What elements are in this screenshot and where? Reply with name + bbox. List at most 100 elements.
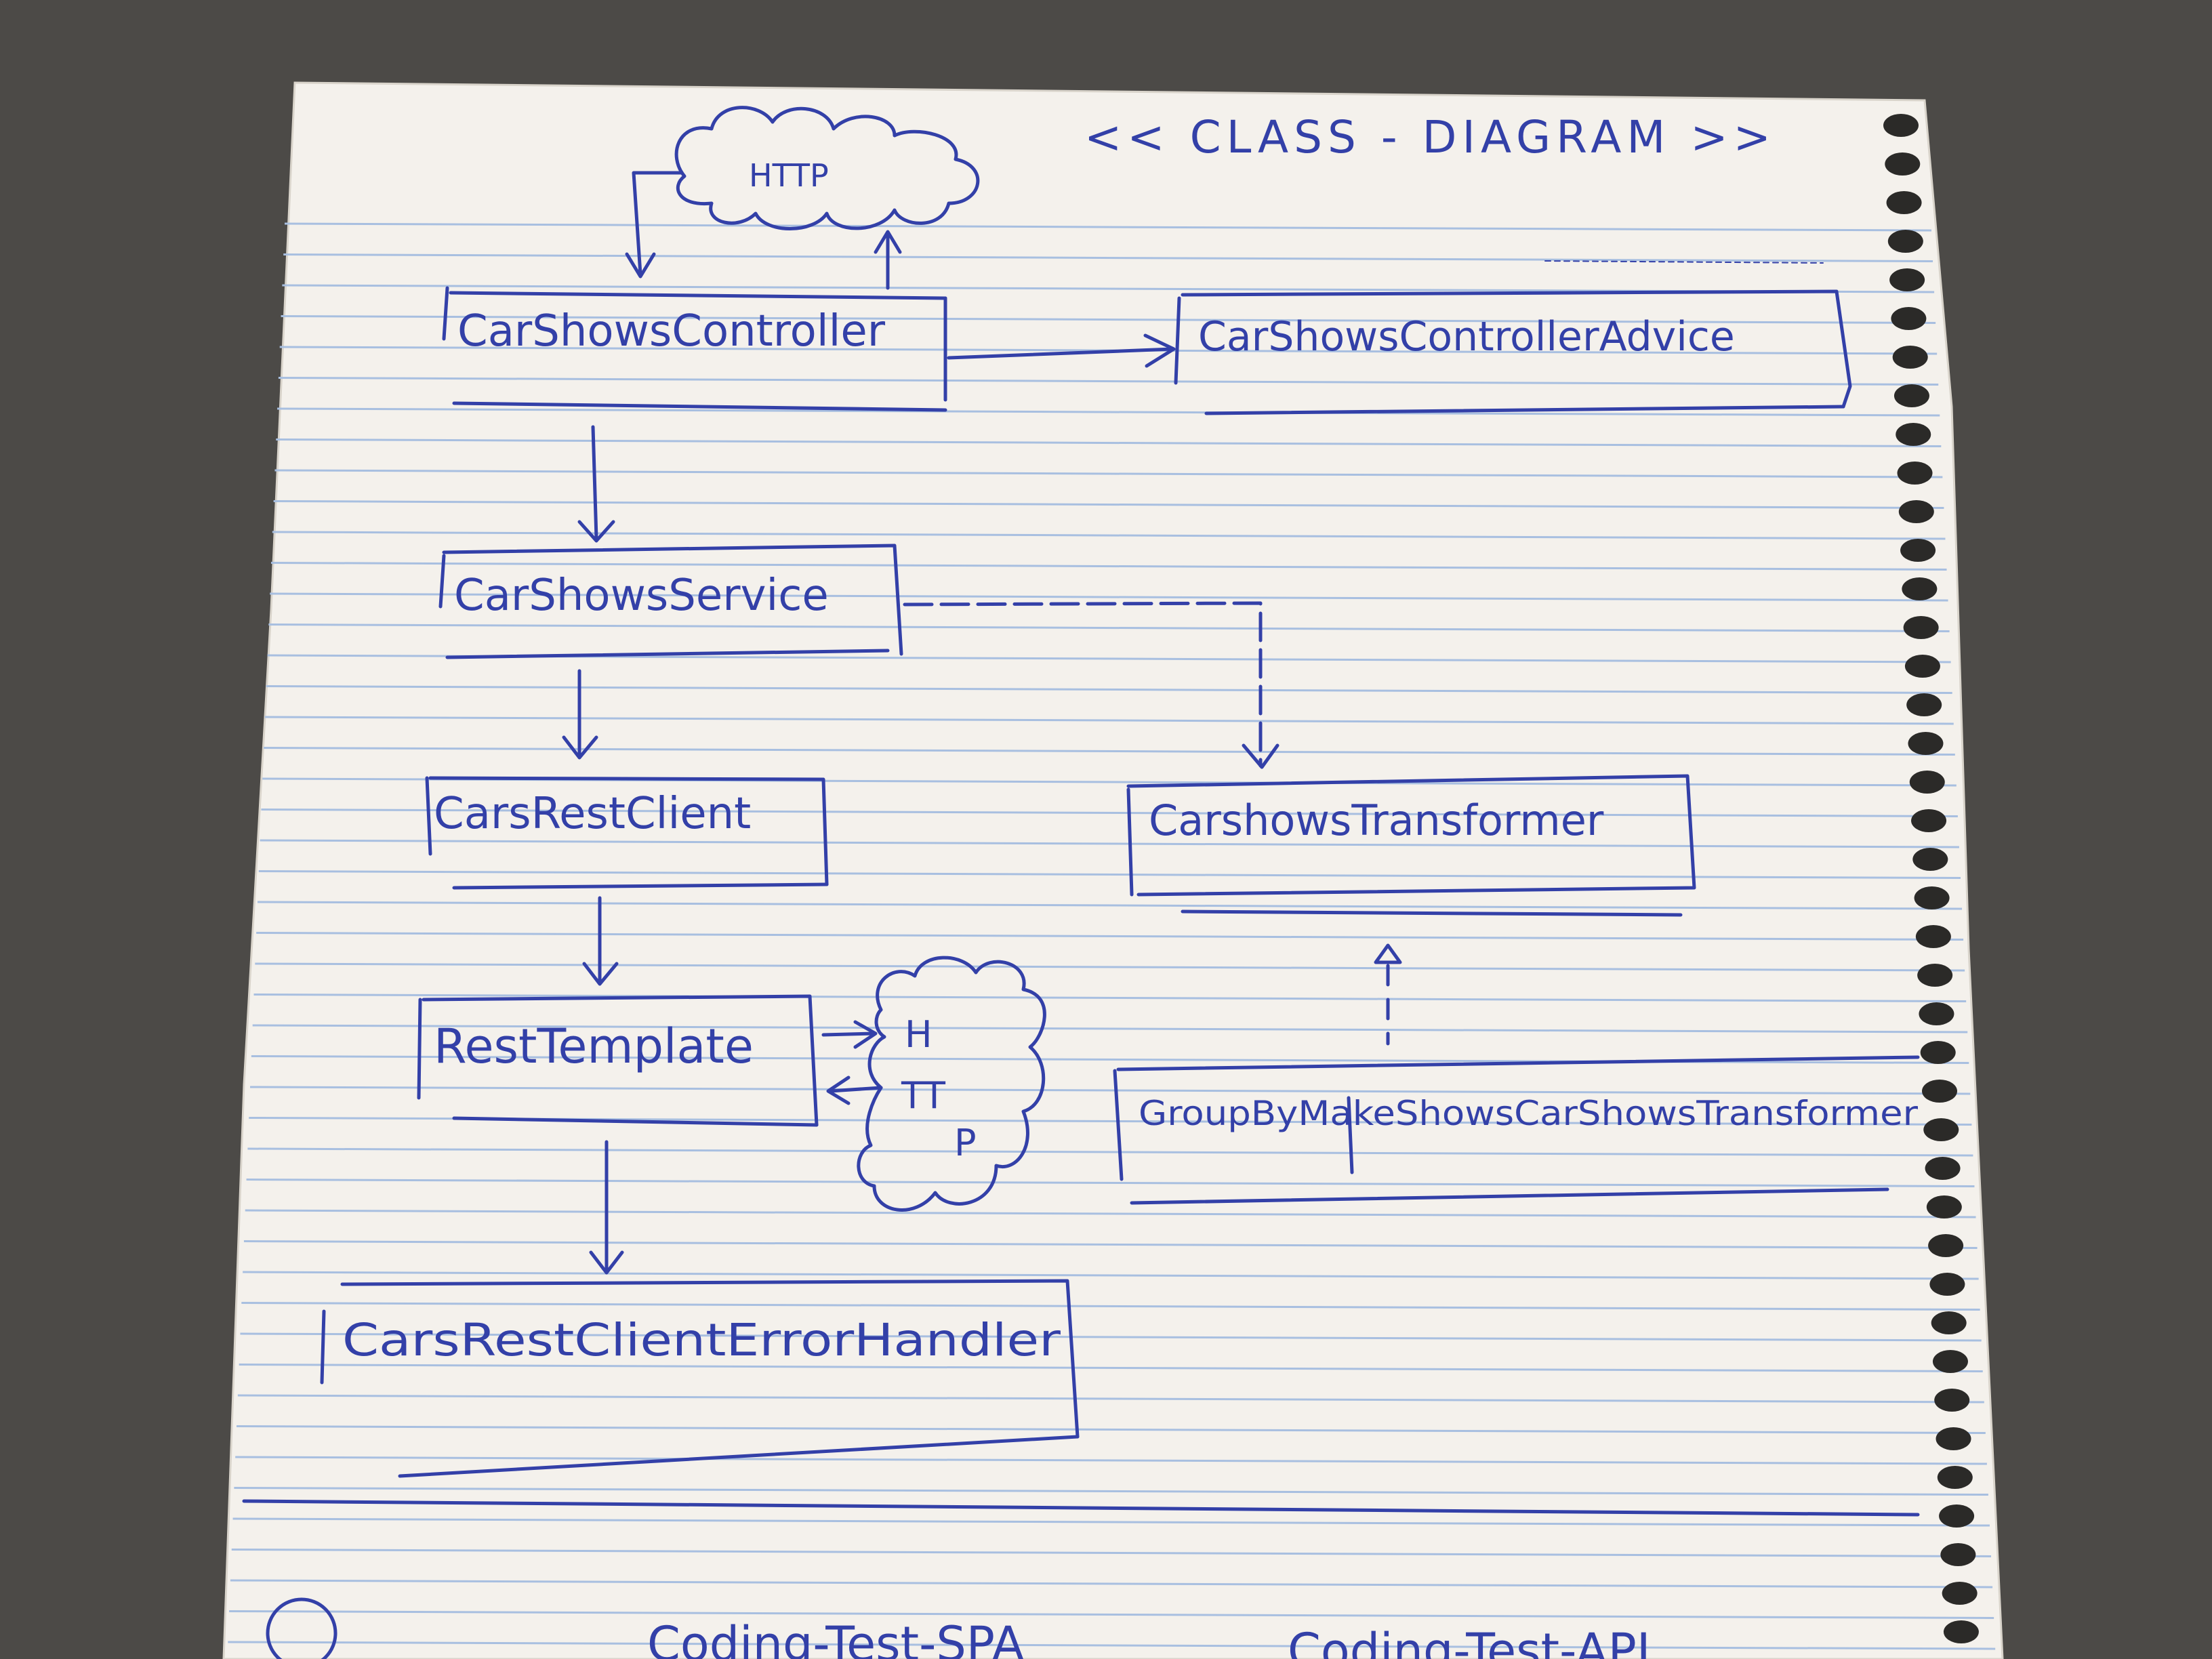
advice-label: CarShowsControllerAdvice — [1198, 313, 1735, 361]
binder-hole — [1893, 384, 1929, 407]
ruled-line — [232, 1517, 1990, 1527]
ruled-line — [273, 500, 1944, 509]
http-cloud-top-label: HTTP — [749, 157, 829, 194]
arrow-controller-to-advice — [947, 347, 1174, 360]
binder-hole — [1892, 346, 1928, 369]
binder-hole — [1903, 616, 1939, 639]
binder-hole — [1908, 732, 1944, 755]
binder-hole — [1904, 655, 1940, 678]
ruled-line — [283, 253, 1933, 262]
binder-hole — [1902, 577, 1938, 600]
binder-hole — [1900, 539, 1936, 562]
ruled-line — [256, 932, 1964, 941]
restclient-label: CarsRestClient — [434, 789, 751, 839]
binder-hole — [1906, 693, 1942, 716]
binder-hole — [1936, 1427, 1971, 1450]
binder-hole — [1937, 1466, 1973, 1489]
http-cloud-top: HTTP — [674, 106, 980, 230]
arrow-cloud-to-resttemplate — [828, 1086, 883, 1093]
ruled-line — [266, 685, 1952, 694]
arrow-controller-to-service — [591, 425, 598, 541]
binder-hole — [1912, 848, 1948, 871]
binder-hole — [1909, 771, 1945, 794]
ruled-line — [243, 1271, 1979, 1280]
binder-hole — [1898, 500, 1934, 523]
footer-circle — [266, 1597, 337, 1659]
binder-hole — [1940, 1543, 1976, 1566]
ruled-line — [268, 623, 1950, 632]
binder-hole — [1914, 886, 1950, 909]
binder-hole — [1928, 1234, 1964, 1257]
ruled-line — [281, 315, 1936, 324]
ruled-line — [235, 1456, 1987, 1465]
paper-sheet — [222, 81, 2004, 1659]
binder-hole — [1939, 1504, 1975, 1528]
errorhandler-label: CarsRestClientErrorHandler — [342, 1314, 1061, 1366]
binder-hole — [1932, 1350, 1968, 1373]
arrow-cloud-to-controller — [632, 171, 683, 276]
arrow-resttemplate-to-cloud — [821, 1031, 876, 1037]
footer-right-label: Coding-Test-API — [1288, 1623, 1651, 1659]
footer-left-label: Coding-Test-SPA — [647, 1616, 1024, 1659]
transformer-label: CarshowsTransformer — [1149, 796, 1604, 845]
resttemplate-label: RestTemplate — [434, 1019, 754, 1074]
binder-hole — [1922, 1080, 1957, 1103]
ruled-line — [229, 1610, 1994, 1619]
ruled-line — [250, 1086, 1971, 1095]
binder-hole — [1934, 1389, 1970, 1412]
ruled-line — [270, 592, 1948, 602]
class-box-resttemplate: RestTemplate — [417, 994, 819, 1127]
binder-hole — [1897, 462, 1933, 485]
class-box-transformer: CarshowsTransformer — [1126, 774, 1696, 917]
ruled-line — [231, 1549, 1992, 1557]
ruled-line — [264, 716, 1954, 725]
http-cloud-bottom: H TT P — [857, 956, 1046, 1212]
binder-hole — [1931, 1311, 1967, 1334]
binder-hole — [1891, 307, 1927, 330]
binder-hole — [1929, 1273, 1965, 1296]
class-box-groupby: GroupByMakeShowsCarShowsTransformer — [1113, 1055, 1920, 1205]
ruled-line — [228, 1641, 1996, 1650]
binder-hole — [1923, 1118, 1959, 1141]
arrow-service-to-transformer — [903, 601, 1263, 768]
binder-hole — [1889, 268, 1925, 291]
cloud-bottom-p: P — [954, 1122, 977, 1164]
ruled-line — [253, 994, 1967, 1002]
class-box-controller: CarShowsController — [442, 286, 947, 412]
ruled-line — [257, 901, 1963, 910]
binder-hole — [1886, 191, 1922, 214]
binder-hole — [1925, 1157, 1961, 1180]
binder-hole — [1887, 230, 1923, 253]
class-box-errorhandler: CarsRestClientErrorHandler — [320, 1279, 1080, 1478]
class-box-restclient: CarsRestClient — [425, 776, 829, 890]
ruled-line — [284, 222, 1932, 232]
service-label: CarShowsService — [454, 571, 829, 621]
binder-hole — [1896, 423, 1931, 446]
class-box-advice: CarShowsControllerAdvice — [1174, 260, 1852, 415]
bottom-divider — [242, 1499, 1920, 1517]
binder-hole — [1919, 1002, 1954, 1025]
binder-hole — [1917, 964, 1953, 987]
binder-hole — [1885, 152, 1921, 176]
diagram-title: << CLASS - DIAGRAM >> — [1084, 111, 1776, 163]
ruled-line — [243, 1240, 1978, 1249]
realization-triangle — [1374, 943, 1402, 964]
cloud-bottom-h: H — [905, 1013, 933, 1056]
ruled-line — [247, 1147, 1973, 1157]
binder-hole — [1943, 1620, 1979, 1643]
ruled-line — [261, 808, 1958, 817]
ruled-line — [237, 1425, 1986, 1434]
ruled-line — [239, 1364, 1983, 1372]
ruled-line — [240, 1332, 1982, 1342]
controller-label: CarShowsController — [457, 306, 886, 356]
binder-holes — [1883, 114, 1979, 1643]
cloud-bottom-tt: TT — [901, 1074, 946, 1117]
ruled-line — [230, 1579, 1993, 1589]
binder-hole — [1915, 925, 1951, 948]
binder-hole — [1883, 114, 1919, 137]
ruled-line — [276, 438, 1942, 447]
binder-hole — [1942, 1582, 1978, 1605]
ruled-line — [258, 870, 1961, 879]
ruled-line — [264, 747, 1955, 756]
